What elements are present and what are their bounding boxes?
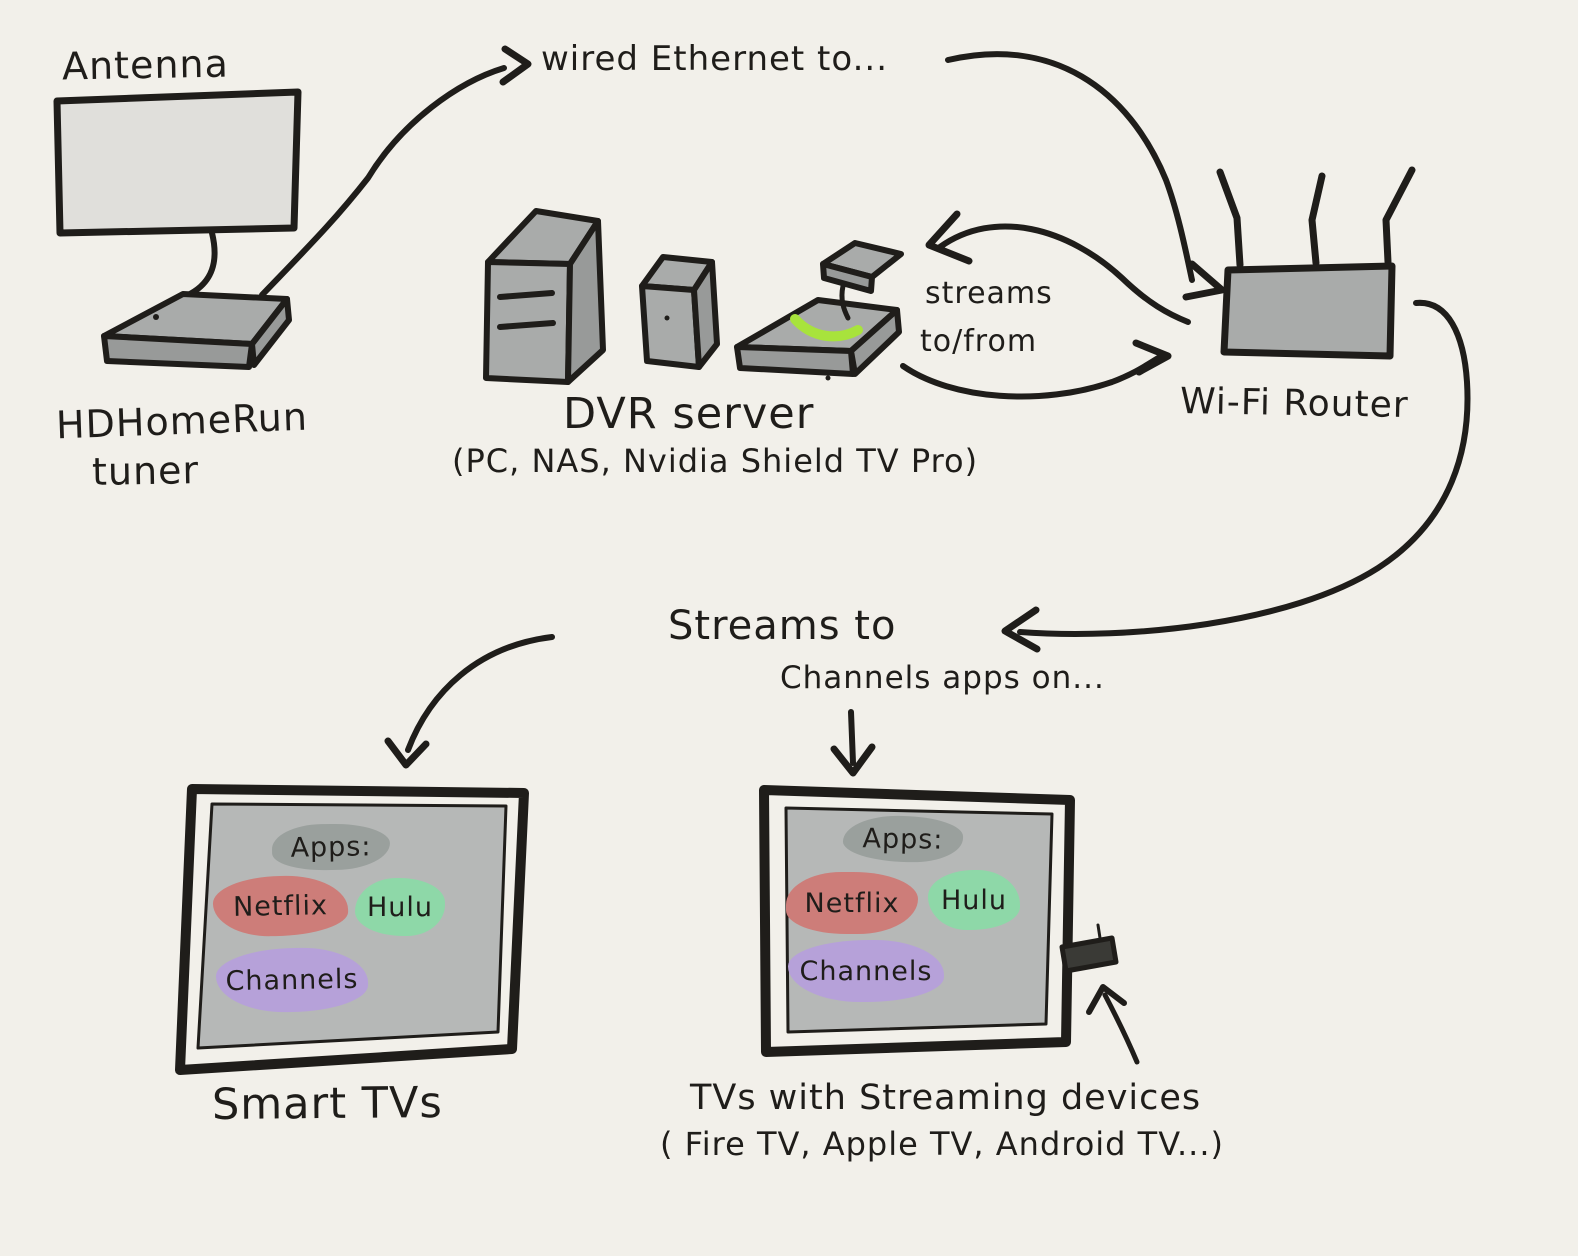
antenna-label: Antenna	[61, 41, 230, 89]
hdhomerun-tuner-device	[101, 291, 292, 370]
tvs-streaming-label: TVs with Streaming devices	[690, 1078, 1202, 1118]
dvr-server-sub-label: (PC, NAS, Nvidia Shield TV Pro)	[452, 442, 979, 480]
smart-tv-frame	[175, 784, 529, 1075]
wired-ethernet-label: wired Ethernet to...	[541, 39, 889, 79]
arrow-shaft	[937, 223, 1191, 325]
arrow-streams-to-smart-tv	[384, 634, 555, 769]
smart-tv-hulu-blob: Hulu	[355, 878, 445, 936]
tuner-side-face	[249, 296, 292, 368]
nas-dot	[664, 315, 670, 321]
streams-tofrom-label-line2: to/from	[920, 324, 1038, 359]
arrow-to-stick	[1086, 984, 1140, 1065]
shield-companion-cord	[839, 283, 851, 321]
smart-tv-hulu-label: Hulu	[366, 891, 434, 923]
wifi-router-label: Wi-Fi Router	[1179, 381, 1409, 426]
arrowhead-down	[384, 737, 430, 769]
tower-drive-line-1	[497, 290, 555, 300]
arrowhead-up	[1086, 984, 1127, 1015]
router-antenna-right	[1382, 166, 1416, 266]
smart-tv-netflix-label: Netflix	[232, 889, 329, 923]
arrow-shaft	[259, 65, 507, 298]
arrow-shaft	[900, 354, 1163, 400]
curve-ethernet-to-router	[945, 51, 1226, 301]
streaming-stick	[1059, 935, 1119, 974]
tuner-dot	[153, 314, 159, 320]
streaming-tv-frame	[759, 785, 1075, 1057]
shield-companion-front	[820, 261, 875, 294]
smart-tv-apps-header: Apps:	[290, 830, 372, 864]
streaming-tv-channels-label: Channels	[799, 955, 933, 987]
antenna-device	[53, 88, 302, 297]
curve-router-to-streams	[1001, 299, 1471, 653]
smart-tv-channels-blob: Channels	[215, 946, 369, 1014]
dvr-server-label: DVR server	[563, 389, 815, 439]
arrow-router-to-dvr	[925, 210, 1191, 325]
streaming-stick-antenna	[1096, 923, 1102, 940]
arrowhead-into-router	[1182, 260, 1226, 301]
arrow-shaft	[848, 709, 856, 766]
channels-apps-on-label: Channels apps on...	[780, 660, 1105, 696]
streaming-tv-channels-blob: Channels	[788, 940, 944, 1002]
shield-device	[734, 240, 904, 381]
tuner-front-face	[101, 333, 255, 370]
router-antenna-middle	[1308, 172, 1326, 267]
hdhomerun-label-line2: tuner	[91, 448, 200, 494]
antenna-panel	[53, 88, 302, 237]
arrowhead-right	[499, 45, 532, 86]
router-body	[1220, 262, 1396, 360]
streaming-tv-hulu-blob: Hulu	[928, 870, 1020, 930]
smart-tv-channels-label: Channels	[225, 963, 359, 997]
shield-green-swoosh	[790, 314, 863, 342]
streaming-tv-hulu-label: Hulu	[940, 884, 1008, 916]
nas-side-face	[691, 259, 720, 370]
pc-tower-device	[483, 208, 606, 385]
smart-tvs-label: Smart TVs	[211, 1077, 444, 1131]
tower-drive-line-2	[497, 320, 556, 330]
streams-to-label: Streams to	[668, 603, 897, 649]
arrow-shaft	[405, 634, 555, 753]
router-antenna-left	[1216, 168, 1244, 269]
smart-tv-netflix-blob: Netflix	[212, 874, 349, 938]
arrow-streams-to-streaming-tv	[830, 709, 876, 777]
arrowhead-down	[830, 743, 876, 777]
nas-front-face	[639, 283, 702, 370]
arrow-shaft	[945, 51, 1195, 283]
arrowhead-left	[1001, 606, 1041, 653]
nas-device	[639, 254, 720, 370]
stray-dot	[825, 375, 831, 381]
arrow-dvr-to-router	[900, 339, 1172, 400]
shield-front-face	[734, 344, 856, 377]
streams-tofrom-label-line1: streams	[925, 276, 1053, 311]
hdhomerun-label-line1: HDHomeRun	[55, 394, 309, 448]
arrowhead-left	[925, 210, 973, 265]
shield-side-face	[848, 307, 902, 377]
streaming-tv-netflix-label: Netflix	[804, 887, 900, 919]
tvs-streaming-sub-label: ( Fire TV, Apple TV, Android TV...)	[660, 1125, 1224, 1163]
streaming-tv-apps-header: Apps:	[862, 822, 944, 856]
antenna-cord	[187, 230, 218, 297]
arrow-tuner-to-ethernet	[259, 45, 532, 298]
wifi-router-device	[1216, 166, 1416, 360]
arrow-shaft	[1102, 992, 1140, 1065]
arrowhead-right	[1132, 339, 1172, 376]
tower-side-face	[565, 218, 606, 385]
arrow-shaft	[1017, 299, 1471, 637]
streaming-tv-netflix-blob: Netflix	[786, 872, 918, 934]
